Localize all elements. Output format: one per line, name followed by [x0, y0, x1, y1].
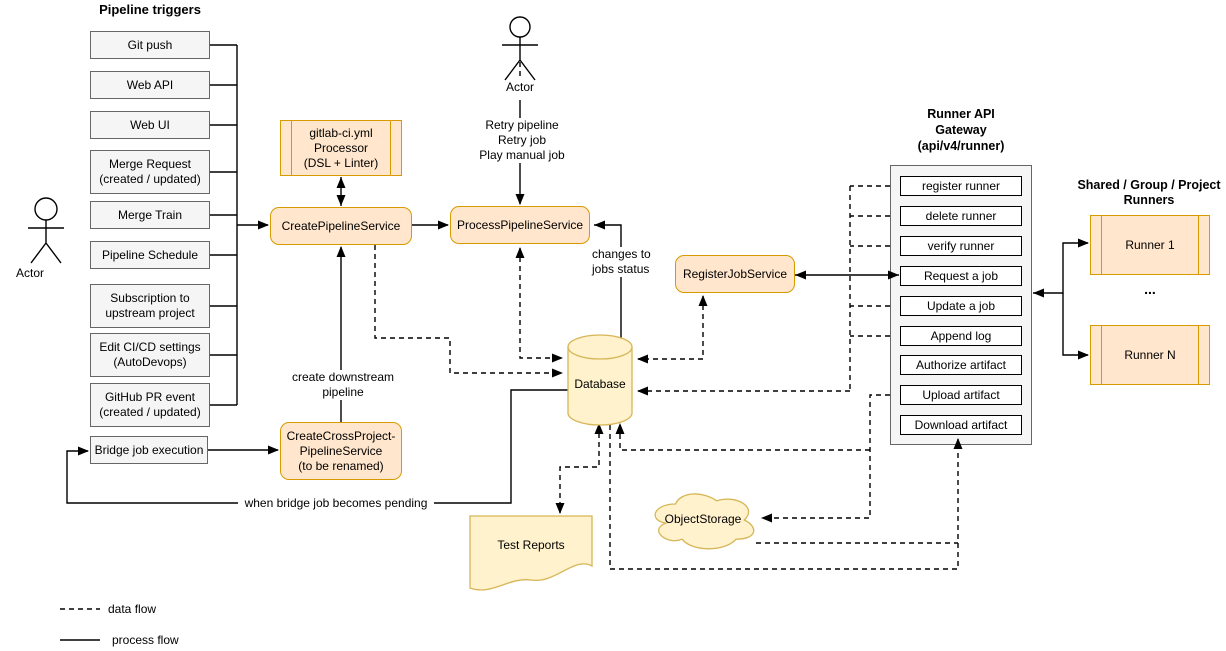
database-label: Database — [574, 377, 626, 391]
arrowhead — [515, 194, 525, 205]
db-test-reports — [559, 424, 600, 513]
trigger-pipeline-schedule: Pipeline Schedule — [90, 241, 210, 269]
actor-left-label: Actor — [15, 266, 44, 280]
arrowhead — [795, 270, 806, 280]
arrowhead — [336, 246, 346, 257]
arrowhead — [594, 220, 605, 230]
create-downstream-pipeline-label: create downstream pipeline — [285, 370, 401, 400]
arrowhead — [336, 177, 346, 188]
actor-left-icon — [34, 197, 58, 221]
arrowhead — [552, 368, 563, 378]
runner-n-box: Runner N — [1090, 325, 1210, 385]
arrowhead — [78, 446, 89, 456]
arrowhead — [594, 423, 604, 434]
endpoint-request-a-job: Request a job — [900, 266, 1022, 286]
arrowhead — [336, 195, 346, 206]
arrowhead — [268, 445, 279, 455]
runner-api-gateway-title: Runner API Gateway (api/v4/runner) — [917, 107, 1005, 153]
upload-artifact-to-object-storage — [762, 394, 890, 519]
endpoint-delete-runner: delete runner — [900, 206, 1022, 226]
actor-top-icon — [509, 16, 531, 38]
actor-left-icon — [28, 220, 64, 264]
endpoint-upload-artifact: Upload artifact — [900, 385, 1022, 405]
db-changes-to-process-pipeline — [594, 224, 622, 341]
arrowhead — [1078, 238, 1089, 248]
register-job-service: RegisterJobService — [675, 255, 795, 293]
endpoint-download-artifact: Download artifact — [900, 415, 1022, 435]
endpoint-append-log: Append log — [900, 326, 1022, 346]
trigger-merge-request: Merge Request (created / updated) — [90, 150, 210, 194]
arrowhead — [258, 220, 269, 230]
endpoint-update-a-job: Update a job — [900, 296, 1022, 316]
db-to-download-artifact — [609, 425, 959, 570]
process-pipeline-db — [519, 248, 562, 359]
arrowhead — [637, 354, 648, 364]
trigger-subscription-upstream: Subscription to upstream project — [90, 284, 210, 328]
actor-actions-label: Retry pipeline Retry job Play manual job — [455, 118, 589, 163]
trigger-web-ui: Web UI — [90, 111, 210, 139]
arrowhead — [515, 247, 525, 258]
arrowhead — [888, 270, 899, 280]
process-pipeline-service: ProcessPipelineService — [450, 206, 590, 244]
actor-top-icon — [502, 37, 538, 81]
test-reports-shape — [469, 515, 593, 591]
create-cross-project-pipeline-service: CreateCrossProject- PipelineService (to … — [280, 422, 402, 480]
test-reports-label: Test Reports — [497, 538, 565, 552]
arrowhead — [953, 438, 963, 449]
arrowhead — [637, 386, 648, 396]
trigger-edit-cicd-settings: Edit CI/CD settings (AutoDevops) — [90, 333, 210, 377]
gateway-runner1 — [1033, 242, 1088, 294]
create-pipeline-to-db — [374, 245, 562, 374]
object-storage-cloud-shape — [654, 493, 755, 550]
trigger-git-push: Git push — [90, 31, 210, 59]
legend-data-flow-label: data flow — [108, 602, 157, 616]
endpoint-verify-runner: verify runner — [900, 236, 1022, 256]
changes-to-jobs-status-label: changes to jobs status — [590, 247, 660, 277]
create-pipeline-service: CreatePipelineService — [270, 207, 412, 245]
arrowhead — [555, 503, 565, 514]
object-storage-label: ObjectStorage — [664, 512, 742, 526]
arrowhead — [1078, 350, 1089, 360]
trigger-web-api: Web API — [90, 71, 210, 99]
object-storage-path-to-db — [619, 424, 870, 451]
arrowhead — [615, 423, 625, 434]
pipeline-triggers-title: Pipeline triggers — [99, 2, 201, 17]
endpoint-authorize-artifact: Authorize artifact — [900, 355, 1022, 375]
arrowhead — [1033, 288, 1044, 298]
runner-1-box: Runner 1 — [1090, 215, 1210, 275]
arrowhead — [761, 513, 772, 523]
endpoint-register-runner: register runner — [900, 176, 1022, 196]
legend-process-flow-label: process flow — [112, 633, 179, 647]
actor-top-label: Actor — [505, 80, 534, 94]
arrowhead — [438, 220, 449, 230]
trigger-merge-train: Merge Train — [90, 201, 210, 229]
arrowhead — [552, 353, 563, 363]
register-job-db — [638, 296, 704, 360]
when-bridge-job-pending-label: when bridge job becomes pending — [238, 496, 434, 511]
database-shape-top — [567, 346, 633, 360]
runners-title: Shared / Group / Project Runners — [1077, 178, 1221, 207]
runners-ellipsis: ... — [1144, 281, 1156, 297]
bridge-job-execution-box: Bridge job execution — [90, 436, 208, 464]
gitlab-ci-yml-processor: gitlab-ci.yml Processor (DSL + Linter) — [280, 120, 402, 176]
arrowhead — [698, 295, 708, 306]
gateway-runnerN — [1062, 293, 1088, 356]
trigger-github-pr-event: GitHub PR event (created / updated) — [90, 383, 210, 427]
